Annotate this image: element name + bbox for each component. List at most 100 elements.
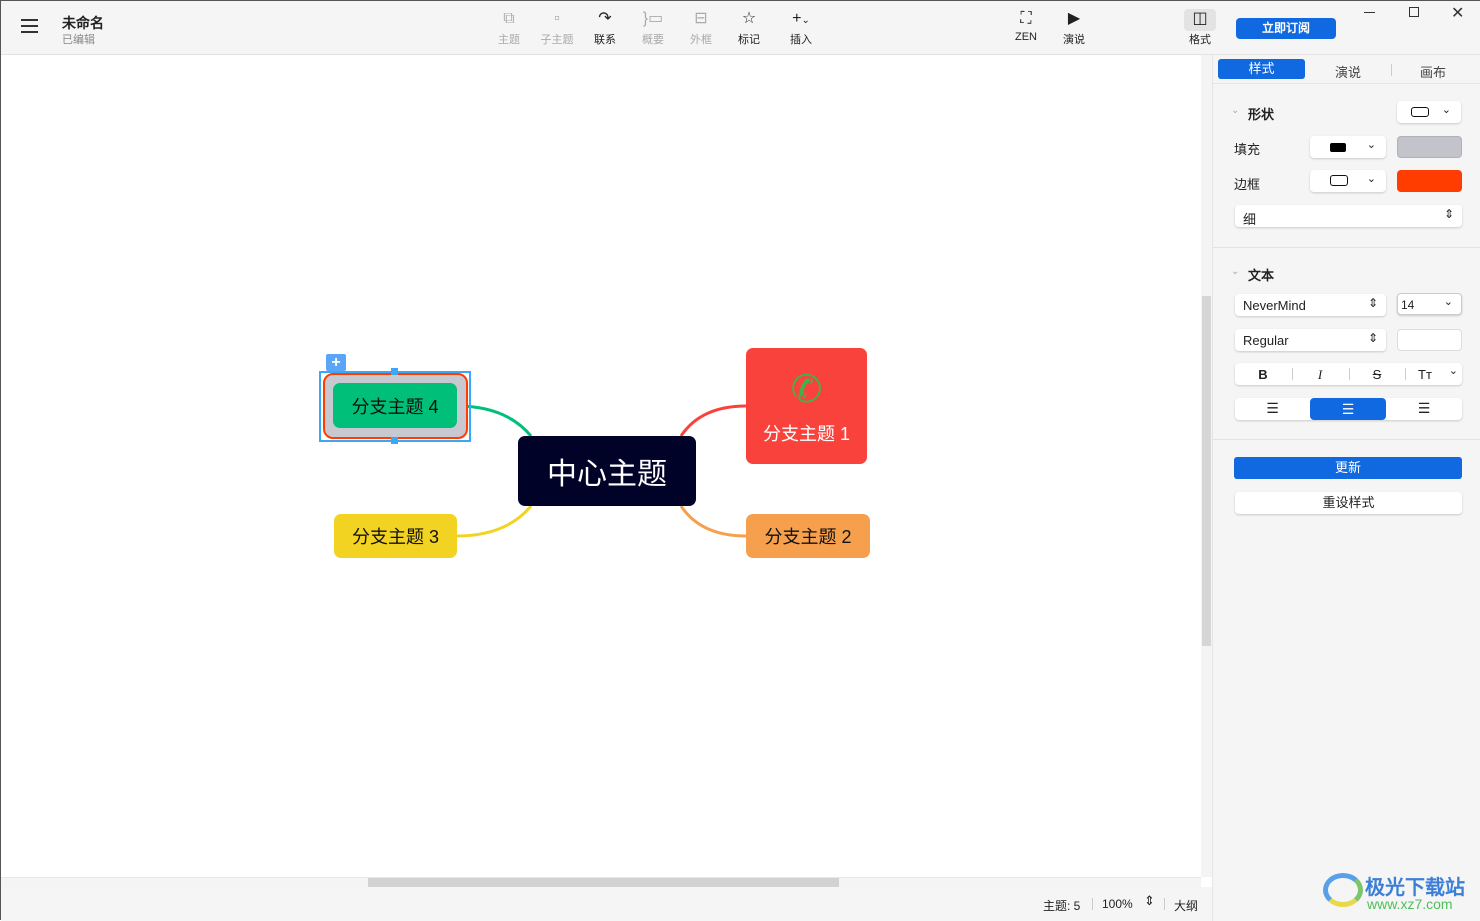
- zoom-stepper-icon[interactable]: ⇕: [1144, 893, 1155, 908]
- fill-type-select[interactable]: ⌄: [1310, 136, 1386, 158]
- watermark-url: www.xz7.com: [1367, 896, 1453, 912]
- border-label: 边框: [1234, 177, 1261, 192]
- font-family-select[interactable]: NeverMind ⇕: [1235, 294, 1386, 316]
- collapse-chevron-icon[interactable]: ⌄: [1231, 266, 1240, 277]
- horizontal-scroll-thumb[interactable]: [368, 878, 839, 887]
- resize-handle-top[interactable]: [391, 368, 398, 375]
- marker-label: 标记: [738, 34, 760, 46]
- collapse-chevron-icon[interactable]: ⌄: [1231, 105, 1240, 116]
- topic-button[interactable]: ⧉主题: [487, 9, 531, 47]
- font-size-value[interactable]: 14: [1401, 298, 1415, 312]
- font-weight-value: Regular: [1243, 333, 1289, 348]
- italic-button[interactable]: I: [1317, 367, 1323, 382]
- plus-icon: +⌄: [792, 10, 810, 27]
- marker-button[interactable]: ☆ 标记: [727, 9, 771, 47]
- subtopic-icon: ▫: [554, 10, 560, 27]
- watermark-name: 极光下载站: [1365, 877, 1465, 899]
- align-right-icon[interactable]: ☰: [1417, 400, 1431, 416]
- document-status: 已编辑: [62, 34, 95, 46]
- chevron-down-icon: ⌄: [1366, 139, 1376, 151]
- relation-label: 联系: [594, 34, 616, 46]
- close-icon[interactable]: ✕: [1451, 5, 1465, 22]
- font-weight-select[interactable]: Regular⇕: [1235, 329, 1386, 351]
- text-align-group: ☰ ☰ ☰: [1235, 398, 1462, 420]
- outline-button[interactable]: 大纲: [1174, 899, 1199, 913]
- present-button[interactable]: ▶演说: [1052, 9, 1096, 47]
- border-type-select[interactable]: ⌄: [1310, 170, 1386, 192]
- branch-topic-2-label: 分支主题 2: [764, 527, 852, 547]
- border-thickness-select[interactable]: 细⇕: [1235, 205, 1462, 227]
- central-topic-label: 中心主题: [547, 458, 667, 491]
- text-style-group: B I S Tт ⌄: [1235, 363, 1462, 385]
- reset-style-button[interactable]: 重设样式: [1235, 492, 1462, 514]
- fullscreen-icon: ⛶: [1020, 10, 1032, 27]
- branch-topic-3-label: 分支主题 3: [351, 527, 439, 547]
- format-label: 格式: [1189, 34, 1211, 46]
- branch-topic-4[interactable]: 分支主题 4: [333, 383, 457, 428]
- stepper-icon: ⇕: [1367, 296, 1378, 310]
- connector-branch-2: [679, 505, 747, 538]
- resize-handle-bottom[interactable]: [391, 437, 398, 444]
- chevron-down-icon[interactable]: ⌄: [1448, 365, 1458, 377]
- align-left-icon[interactable]: ☰: [1266, 400, 1279, 416]
- menu-icon[interactable]: [21, 19, 38, 33]
- sidebar-panel-icon: ◫: [1192, 10, 1208, 27]
- branch-topic-3[interactable]: 分支主题 3: [334, 514, 457, 558]
- summary-label: 概要: [642, 34, 664, 46]
- maximize-icon[interactable]: [1409, 7, 1419, 17]
- font-family-value: NeverMind: [1243, 298, 1306, 313]
- zoom-level[interactable]: 100%: [1102, 897, 1133, 911]
- border-outline-icon: [1330, 175, 1348, 186]
- stepper-icon: ⇕: [1443, 207, 1454, 221]
- solid-fill-icon: [1330, 143, 1346, 152]
- bold-button[interactable]: B: [1258, 367, 1268, 382]
- connector-branch-3: [456, 505, 533, 538]
- tab-present[interactable]: 演说: [1334, 65, 1361, 80]
- add-topic-plus-icon[interactable]: +: [326, 354, 346, 371]
- branch-topic-1-label: 分支主题 1: [762, 423, 850, 444]
- vertical-scroll-thumb[interactable]: [1202, 296, 1211, 646]
- phone-icon: ✆: [790, 368, 823, 411]
- central-topic[interactable]: 中心主题: [518, 436, 696, 506]
- summary-button[interactable]: }▭ 概要: [631, 9, 675, 47]
- branch-topic-2[interactable]: 分支主题 2: [746, 514, 870, 558]
- insert-button[interactable]: +⌄ 插入: [779, 9, 823, 47]
- branch-topic-1[interactable]: ✆ 分支主题 1: [746, 348, 867, 464]
- play-icon: ▶: [1067, 10, 1081, 27]
- shape-section-title: 形状: [1248, 107, 1275, 122]
- branch-topic-4-label: 分支主题 4: [351, 396, 439, 417]
- boundary-button[interactable]: ⊟外框: [679, 9, 723, 47]
- zen-button[interactable]: ⛶ ZEN: [1004, 9, 1048, 43]
- topic-count: 主题: 5: [1043, 899, 1081, 913]
- update-button[interactable]: 更新: [1234, 457, 1462, 479]
- minimize-icon[interactable]: [1364, 12, 1375, 13]
- document-title[interactable]: 未命名: [62, 15, 104, 31]
- topic-icon: ⧉: [503, 10, 515, 27]
- text-case-button[interactable]: Tт: [1418, 367, 1432, 382]
- shape-select[interactable]: ⌄: [1397, 101, 1461, 123]
- font-size-select[interactable]: 14⌄: [1397, 293, 1462, 315]
- watermark-logo: 极光下载站 www.xz7.com: [1323, 867, 1473, 913]
- tab-style[interactable]: 样式: [1218, 59, 1305, 79]
- border-color-swatch[interactable]: [1397, 170, 1462, 192]
- boundary-label: 外框: [690, 34, 712, 46]
- tab-canvas[interactable]: 画布: [1419, 65, 1446, 80]
- subscribe-button[interactable]: 立即订阅: [1236, 18, 1336, 39]
- format-button[interactable]: ◫ 格式: [1178, 9, 1222, 47]
- chevron-down-icon: ⌄: [1366, 173, 1376, 185]
- summary-brace-icon: }▭: [642, 10, 664, 27]
- star-icon: ☆: [741, 10, 757, 27]
- mindmap-canvas[interactable]: 中心主题 ✆ 分支主题 1 分支主题 2 分支主题 3 分支主题 4 +: [1, 55, 1201, 887]
- strikethrough-button[interactable]: S: [1372, 367, 1382, 382]
- relation-arrow-icon: ↷: [598, 10, 612, 27]
- text-color-swatch[interactable]: [1397, 329, 1462, 351]
- top-toolbar: 未命名 已编辑 ⧉主题 ▫子主题 ↷ 联系 }▭ 概要 ⊟外框 ☆ 标记 +⌄ 插入 ⛶…: [1, 1, 1480, 55]
- insert-label: 插入: [790, 34, 812, 46]
- align-center-icon[interactable]: ☰: [1310, 398, 1386, 420]
- rounded-rect-icon: [1411, 107, 1429, 117]
- subtopic-button[interactable]: ▫子主题: [535, 9, 579, 47]
- relation-button[interactable]: ↷ 联系: [583, 9, 627, 47]
- zen-label: ZEN: [1015, 31, 1037, 43]
- fill-color-swatch[interactable]: [1397, 136, 1462, 158]
- text-section-title: 文本: [1248, 268, 1275, 283]
